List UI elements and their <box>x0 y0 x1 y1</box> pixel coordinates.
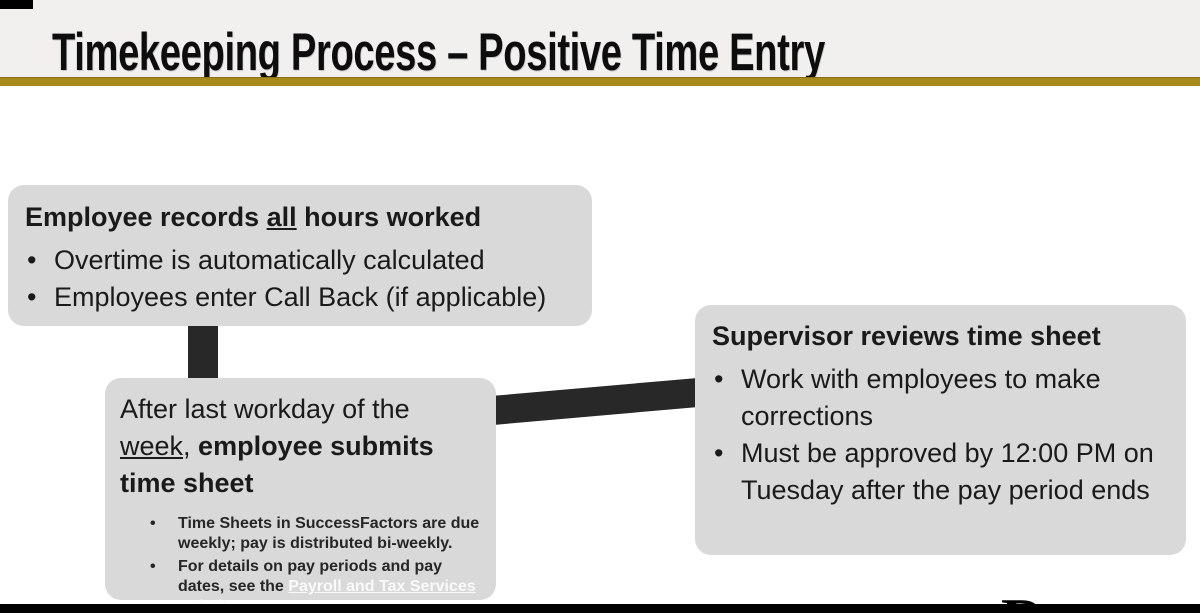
bullet-item: Work with employees to make corrections <box>712 361 1174 435</box>
heading-bold-text: employee submits time sheet <box>120 431 434 498</box>
connector-box2-to-box3 <box>490 378 699 425</box>
heading-underlined-word: week <box>120 431 184 461</box>
sub-bullet-item: For details on pay periods and pay dates… <box>120 557 486 613</box>
heading-underlined-word: all <box>266 202 297 232</box>
sub-bullet-text: For details on pay periods and pay dates… <box>178 558 443 595</box>
bullet-item: Must be approved by 12:00 PM on Tuesday … <box>712 435 1174 509</box>
heading-text: , <box>183 431 199 461</box>
heading-text: Employee records <box>25 202 267 232</box>
bottom-black-bar <box>0 604 1200 613</box>
box-employee-submits: After last workday of the week, employee… <box>105 378 496 613</box>
box-supervisor-heading: Supervisor reviews time sheet <box>712 321 1101 351</box>
gold-divider <box>0 77 1200 86</box>
heading-text: hours worked <box>296 202 482 232</box>
box-employee-records: Employee records all hours worked Overti… <box>8 185 592 326</box>
title-band <box>0 0 1200 77</box>
supervisor-bullet-list: Work with employees to make corrections … <box>712 361 1174 509</box>
box-submit-heading: After last workday of the week, employee… <box>120 391 486 502</box>
box-supervisor-reviews: Supervisor reviews time sheet Work with … <box>695 305 1186 555</box>
employee-bullet-list: Overtime is automatically calculated Emp… <box>25 242 578 316</box>
submit-sub-bullet-list: Time Sheets in SuccessFactors are due we… <box>120 514 486 613</box>
connector-box1-to-box2 <box>188 322 218 382</box>
corner-notch <box>0 0 33 9</box>
slide-title: Timekeeping Process – Positive Time Entr… <box>52 23 825 82</box>
bullet-item: Employees enter Call Back (if applicable… <box>25 279 578 316</box>
heading-text: After last workday of the <box>120 394 410 424</box>
box-employee-heading: Employee records all hours worked <box>25 199 578 236</box>
bullet-item: Overtime is automatically calculated <box>25 242 578 279</box>
sub-bullet-item: Time Sheets in SuccessFactors are due we… <box>120 514 486 554</box>
